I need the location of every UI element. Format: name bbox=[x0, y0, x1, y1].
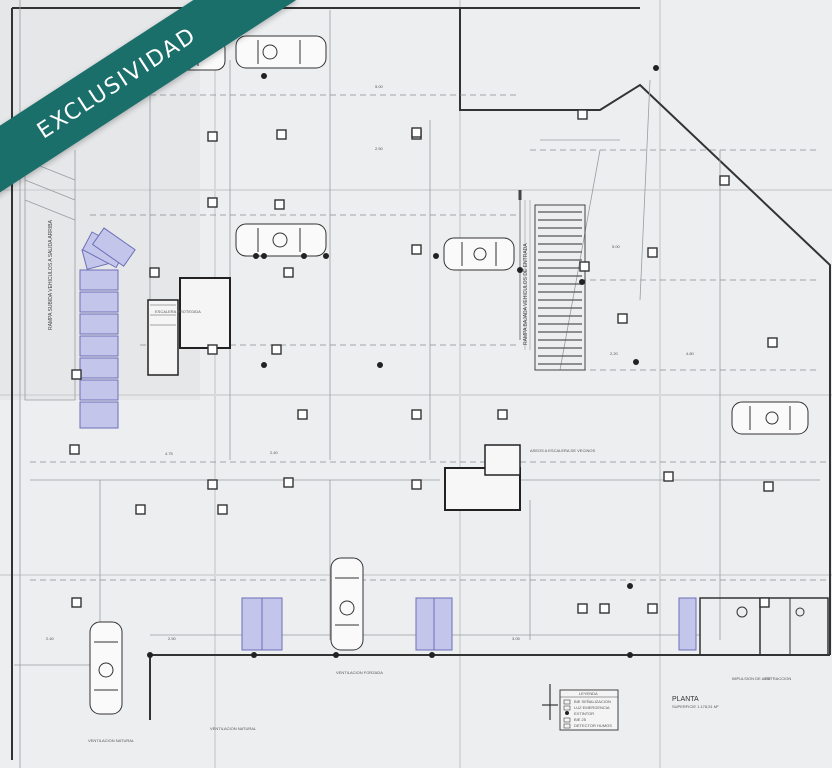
highlighted-spots bbox=[79, 227, 697, 651]
dim-label: 2.40 bbox=[46, 636, 55, 641]
car bbox=[330, 557, 364, 651]
legend-item: EXTINTOR bbox=[574, 711, 594, 716]
stair-core: ESCALERA PROTEGIDA bbox=[147, 277, 231, 376]
ramp-center: RAMPA BAJADA VEHICULOS DE ENTRADA bbox=[518, 190, 586, 371]
plan-title: PLANTA bbox=[672, 696, 699, 703]
spot bbox=[79, 379, 119, 401]
legend: LEYENDA BIE SEÑALIZACION LUZ EMERGENCIA … bbox=[559, 689, 619, 731]
car bbox=[443, 237, 515, 271]
vent-label: VENTILACION FORZADA bbox=[336, 670, 383, 675]
impulsion-label: IMPULSION DE AIRE bbox=[732, 676, 771, 681]
fixture-dots bbox=[147, 65, 659, 658]
spot bbox=[91, 227, 136, 267]
dim-label: 2.50 bbox=[375, 146, 384, 151]
dimensions: 5.00 2.50 4.75 2.40 5.00 2.20 4.80 2.50 … bbox=[46, 84, 695, 641]
legend-item: LUZ EMERGENCIA bbox=[574, 705, 610, 710]
dim-label: 4.80 bbox=[686, 351, 695, 356]
legend-item: BIE SEÑALIZACION bbox=[574, 699, 611, 704]
vent-label: VENTILACION NATURAL bbox=[210, 726, 257, 731]
dim-label: 5.00 bbox=[375, 84, 384, 89]
legend-item: BIE 25 bbox=[574, 717, 587, 722]
vent-label: VENTILACION NATURAL bbox=[88, 738, 135, 743]
car bbox=[235, 223, 327, 257]
spot bbox=[79, 357, 119, 379]
dim-label: 2.40 bbox=[270, 450, 279, 455]
marker bbox=[542, 684, 558, 720]
ramp2-label: RAMPA BAJADA VEHICULOS DE ENTRADA bbox=[523, 243, 529, 345]
extraction-label: EXTRACCION bbox=[765, 676, 791, 681]
legend-item: DETECTOR HUMOS bbox=[574, 723, 612, 728]
ramp-label: RAMPA SUBIDA VEHICULOS A SALIDA ARRIBA bbox=[48, 219, 54, 330]
spot bbox=[241, 597, 263, 651]
spot bbox=[79, 269, 119, 291]
columns bbox=[69, 109, 778, 614]
spot bbox=[433, 597, 453, 651]
car bbox=[235, 35, 327, 69]
dim-label: 4.75 bbox=[165, 451, 174, 456]
car bbox=[731, 401, 809, 435]
spot bbox=[678, 597, 697, 651]
central-room: ASEOS A ESCALERA DE VECINOS bbox=[444, 444, 595, 511]
room-label: ASEOS A ESCALERA DE VECINOS bbox=[530, 448, 595, 453]
dim-label: 3.05 bbox=[512, 636, 521, 641]
grid-lines bbox=[30, 10, 830, 640]
dim-label: 5.00 bbox=[612, 244, 621, 249]
dim-label: 2.20 bbox=[610, 351, 619, 356]
car bbox=[89, 621, 123, 715]
spot bbox=[415, 597, 435, 651]
legend-title: LEYENDA bbox=[579, 691, 598, 696]
spot bbox=[79, 335, 119, 357]
spot bbox=[79, 313, 119, 335]
spot bbox=[79, 291, 119, 313]
spot bbox=[261, 597, 283, 651]
spot bbox=[79, 401, 119, 429]
plan-surface: SUPERFICIE 1.178,51 M² bbox=[672, 704, 719, 709]
stair-label: ESCALERA PROTEGIDA bbox=[155, 309, 201, 314]
dim-label: 2.50 bbox=[168, 636, 177, 641]
